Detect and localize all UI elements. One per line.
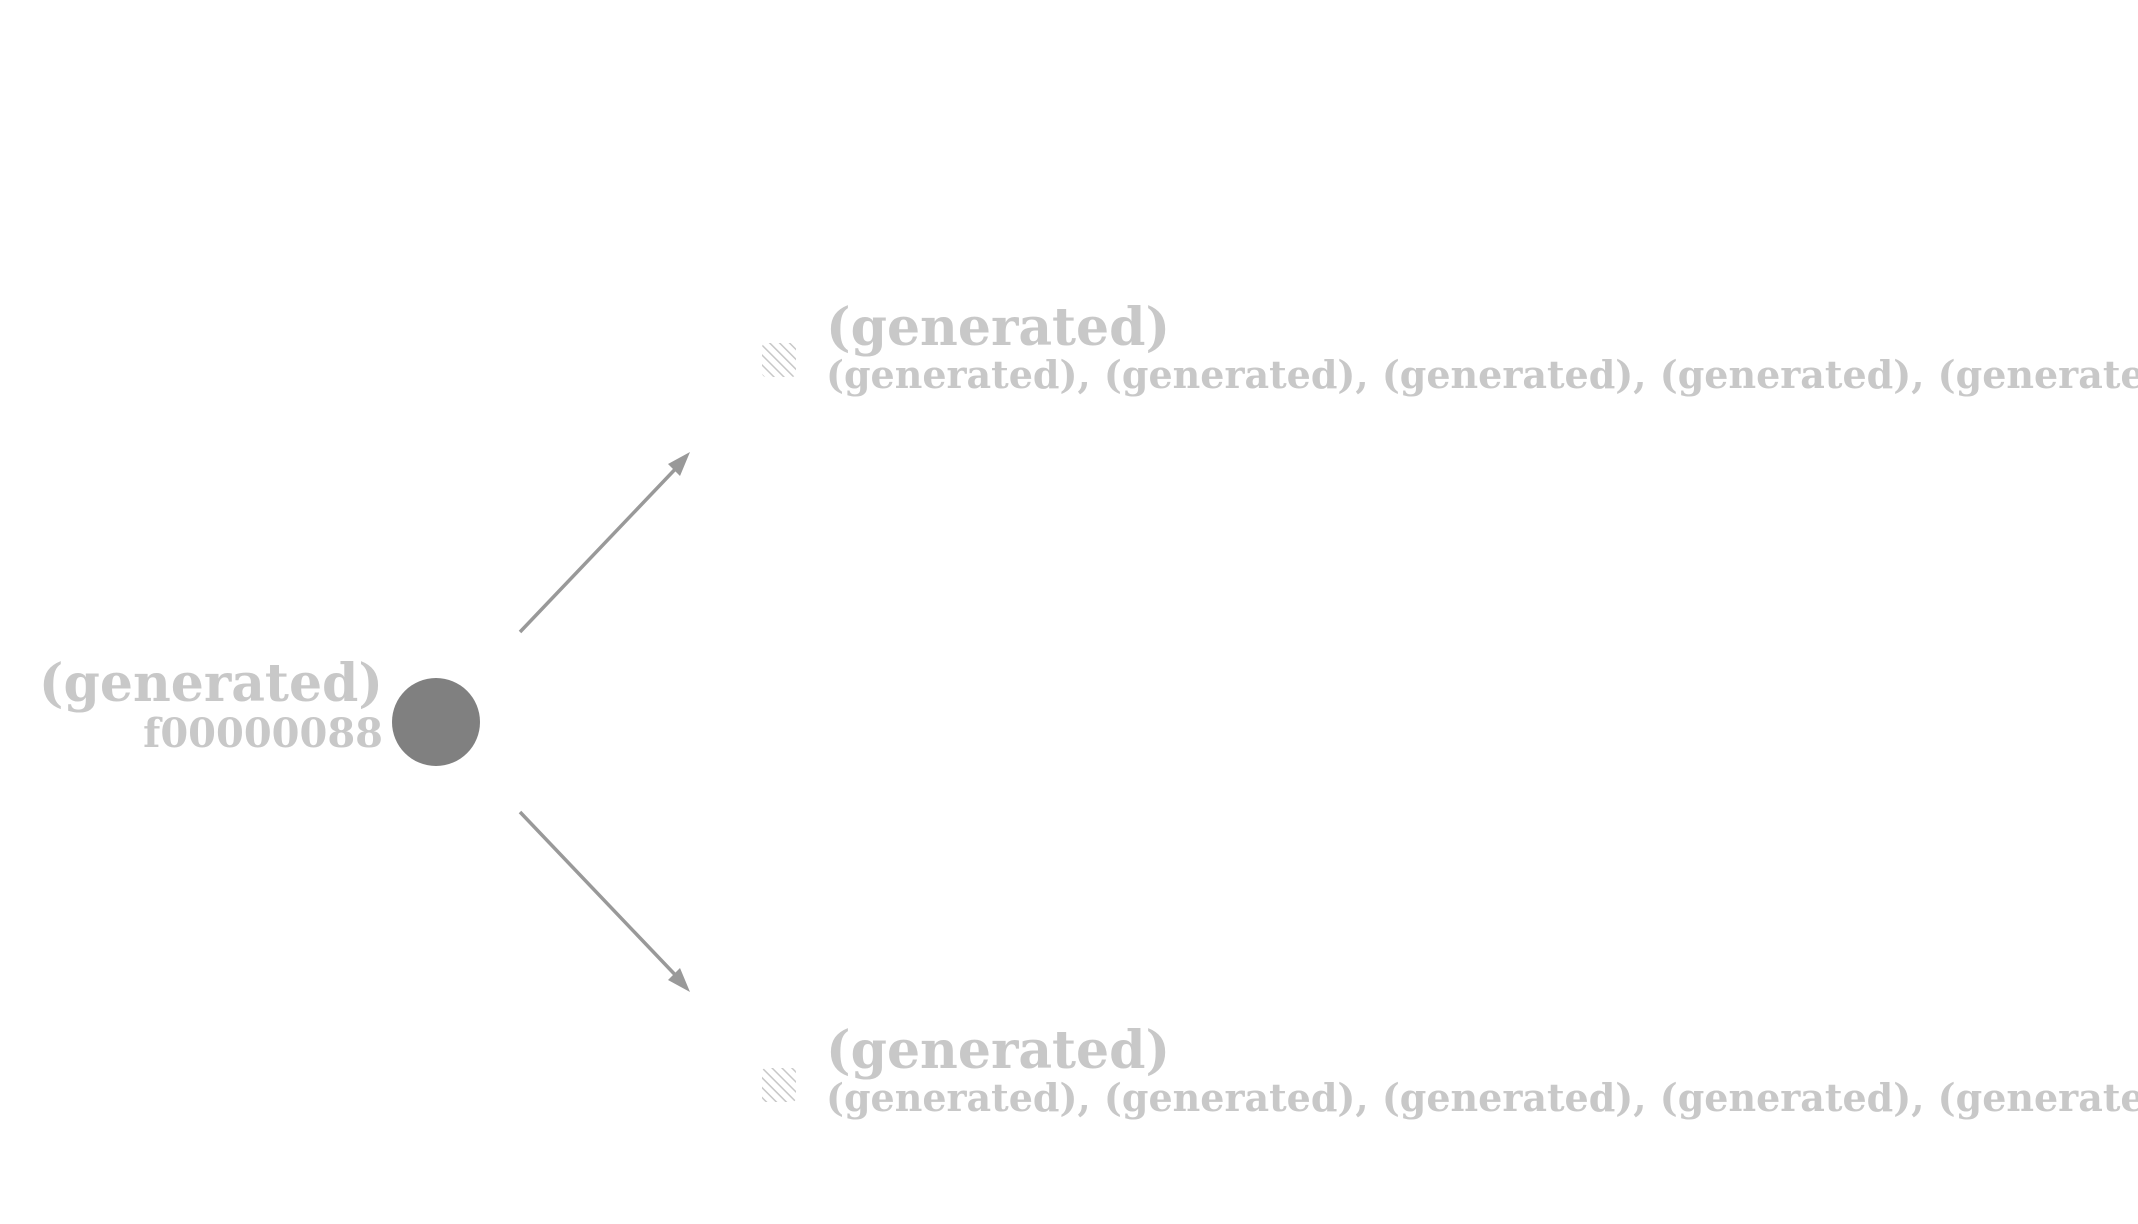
arrow-up-right-icon [668,452,690,476]
hatched-square-icon [762,343,796,377]
source-node-id: f00000088 [143,710,383,757]
arrow-down-right-icon [668,968,690,992]
source-node-title: (generated) [38,653,383,714]
edge-line-lower [518,810,684,984]
upper-target-title: (generated) [826,297,1171,358]
edge-to-lower-target [518,810,690,992]
hatched-square-icon [762,1068,796,1102]
edge-line-upper [518,460,684,634]
source-node-circle[interactable] [392,678,480,766]
upper-target-subtitle: (generated), (generated), (generated), (… [826,352,2138,397]
lower-target-subtitle: (generated), (generated), (generated), (… [826,1075,2138,1120]
lower-target-title: (generated) [826,1020,1171,1081]
edge-to-upper-target [518,452,690,634]
